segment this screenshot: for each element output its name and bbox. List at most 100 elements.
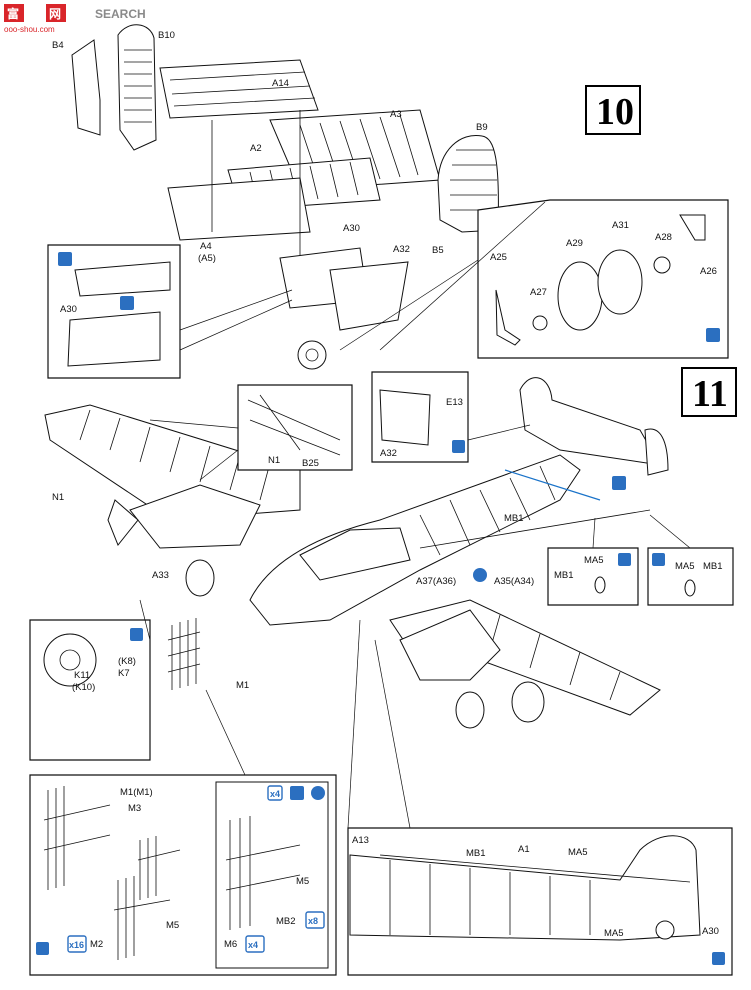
step-10-number: 10	[596, 91, 634, 133]
watermark-char-b: 网	[49, 7, 61, 21]
tail-wheel-part	[297, 340, 327, 370]
label-m6: M6	[224, 939, 237, 950]
prop-left-part	[107, 499, 139, 546]
label-mb2: MB2	[276, 916, 296, 927]
label-a29: A29	[566, 238, 583, 249]
label-k7: K7	[118, 668, 130, 679]
label-b25: B25	[302, 458, 319, 469]
label-a26: A26	[700, 266, 717, 277]
rudder-left-part	[71, 39, 101, 136]
label-a30-side: A30	[702, 926, 719, 937]
label-ma5-left: MA5	[584, 555, 604, 566]
label-a2: A2	[250, 143, 262, 154]
label-a14: A14	[272, 78, 289, 89]
tail-assembly-part	[519, 377, 661, 466]
fuselage-part	[249, 454, 581, 626]
tailplane-a14-part	[159, 59, 319, 119]
part-labels: B4 B10 A14 A3 B9 A2 A4 (A5) A30 A32 B5 A…	[52, 30, 723, 950]
step-10-box	[585, 85, 641, 135]
label-mb1-left: MB1	[554, 570, 574, 581]
step-11: 11	[29, 367, 737, 976]
engine-left-part	[129, 484, 261, 549]
label-k11: K11	[74, 670, 90, 681]
label-b5: B5	[432, 245, 444, 256]
label-a1: A1	[518, 844, 530, 855]
drill-hole-icon	[612, 476, 626, 490]
callout-antenna-detail	[215, 781, 329, 969]
label-k8: (K8)	[118, 656, 136, 667]
label-a25: A25	[490, 252, 507, 263]
label-n1-callout: N1	[268, 455, 280, 466]
label-ma5-side-bottom: MA5	[604, 928, 624, 939]
label-a33: A33	[152, 570, 169, 581]
label-b4: B4	[52, 40, 64, 51]
label-m1m1: M1(M1)	[120, 787, 153, 798]
paint-brush-icon	[58, 252, 72, 266]
callout-n1-b25	[237, 384, 353, 471]
qty-x8-icon	[305, 911, 325, 929]
main-wheel-left-part	[185, 559, 215, 597]
label-a27: A27	[530, 287, 547, 298]
qty-x4-icon	[267, 785, 283, 801]
qty-x4-top: x4	[270, 789, 280, 799]
label-a37: A37(A36)	[416, 576, 456, 587]
paint-brush-icon	[712, 952, 725, 965]
watermark: 富 网 SEARCH ooo-shou.com	[4, 4, 146, 34]
label-a28: A28	[655, 232, 672, 243]
wheel-hub-a31-part	[597, 249, 643, 315]
label-b10: B10	[158, 30, 175, 41]
washer-a27-part	[532, 315, 548, 331]
drop-tank-part	[511, 681, 545, 723]
label-a30-callout: A30	[60, 304, 77, 315]
callout-ma5-right	[647, 547, 734, 606]
paint-brush-icon	[706, 328, 720, 342]
label-a5: (A5)	[198, 253, 216, 264]
label-a4: A4	[200, 241, 212, 252]
decal-icon	[311, 786, 325, 800]
axle-a25-part	[495, 289, 521, 346]
watermark-search: SEARCH	[95, 7, 146, 21]
label-a35: A35(A34)	[494, 576, 534, 587]
decal-icon	[473, 568, 487, 582]
watermark-char-a: 富	[7, 6, 19, 21]
qty-x16: x16	[69, 940, 84, 950]
label-m5-detail: M5	[296, 876, 309, 887]
label-mb1-right: MB1	[703, 561, 723, 572]
label-e13: E13	[446, 397, 463, 408]
label-mb1-side: MB1	[466, 848, 486, 859]
glue-icon	[120, 296, 134, 310]
engine-right-part	[399, 609, 501, 681]
label-a3: A3	[390, 109, 402, 120]
fuselage-side-part	[349, 835, 701, 941]
label-a13: A13	[352, 835, 369, 846]
paint-brush-icon	[36, 942, 49, 955]
qty-x8: x8	[308, 916, 318, 926]
label-m2: M2	[90, 939, 103, 950]
paint-brush-icon	[652, 553, 665, 566]
label-m1: M1	[236, 680, 249, 691]
washer-a28-part	[653, 256, 671, 274]
paint-brush-icon	[452, 440, 465, 453]
label-mb1: MB1	[504, 513, 524, 524]
step-11-box	[681, 367, 737, 417]
paint-brush-icon	[130, 628, 143, 641]
glue-icon	[290, 786, 304, 800]
main-wheel-right-part	[455, 691, 485, 729]
qty-x4-bottom: x4	[248, 940, 258, 950]
label-m3: M3	[128, 803, 141, 814]
label-n1: N1	[52, 492, 64, 503]
radar-antenna-m1	[167, 618, 201, 690]
callout-ma5-left	[547, 547, 639, 606]
step-10: 10	[47, 24, 729, 379]
watermark-url: ooo-shou.com	[4, 25, 55, 34]
label-k10: (K10)	[72, 682, 95, 693]
label-a31: A31	[612, 220, 629, 231]
wheel-tire-a29-part	[557, 261, 603, 331]
label-ma5-side-top: MA5	[568, 847, 588, 858]
paint-brush-icon	[618, 553, 631, 566]
tailplane-a4-part	[167, 177, 311, 241]
label-a32-top: A32	[393, 244, 410, 255]
label-ma5-right: MA5	[675, 561, 695, 572]
